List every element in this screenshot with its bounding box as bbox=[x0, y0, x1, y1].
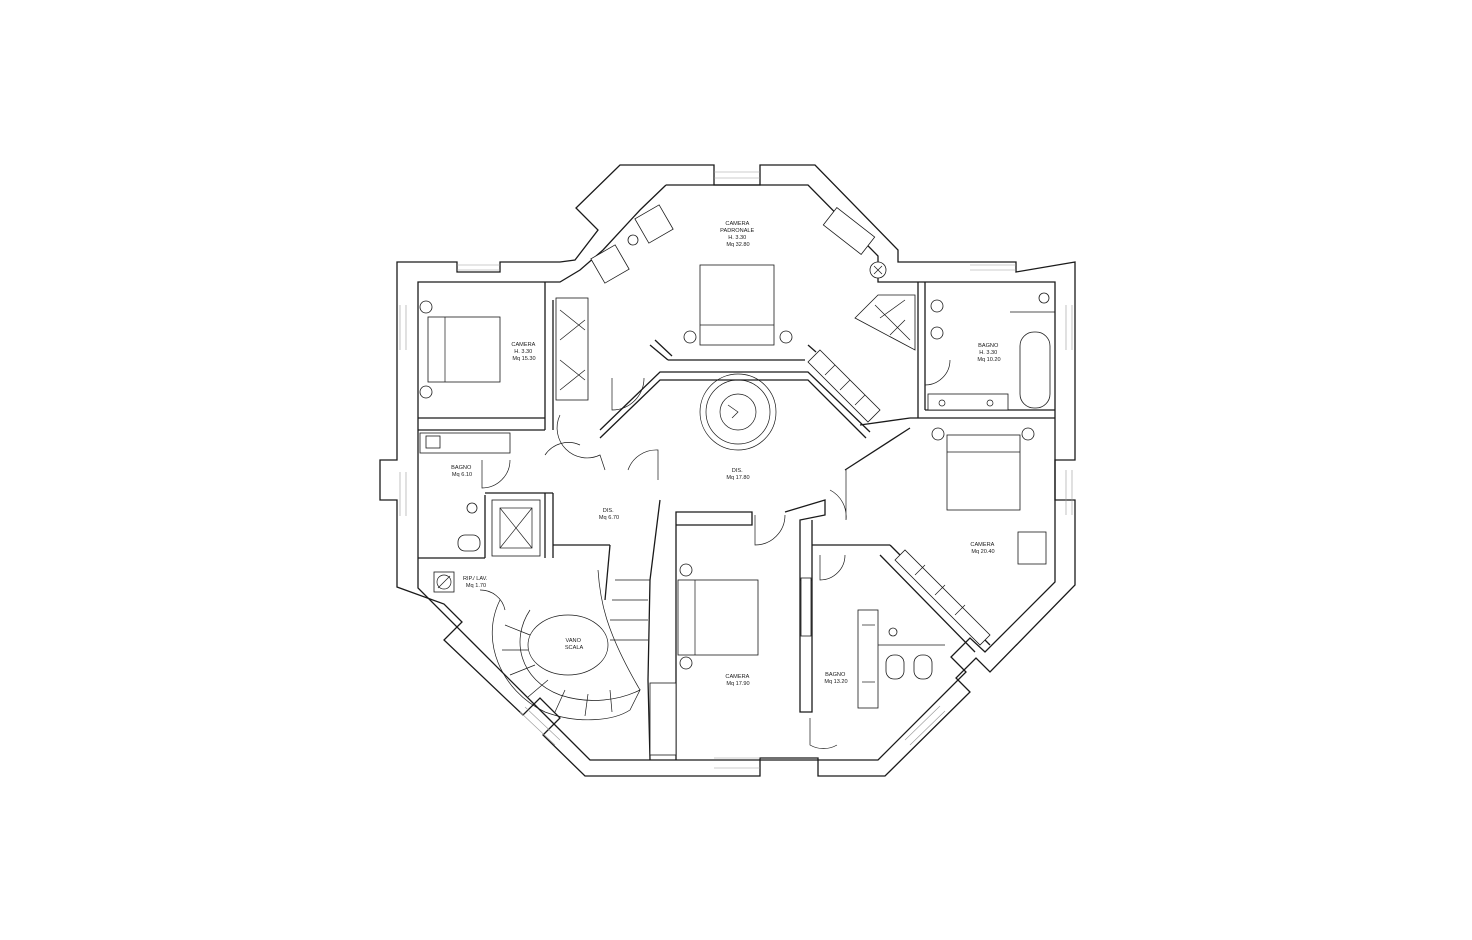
label-camera-s: CAMERA Mq 17.90 bbox=[725, 674, 750, 687]
label-bagno-w: BAGNO Mq 6.10 bbox=[451, 465, 473, 478]
label-camera-e: CAMERA Mq 20.40 bbox=[970, 542, 995, 555]
interior-walls bbox=[418, 282, 1055, 761]
label-camera-padronale: CAMERA PADRONALE H. 3.30 Mq 32.80 bbox=[720, 221, 756, 248]
label-vano-scala: VANO SCALA bbox=[565, 638, 584, 651]
label-bagno-se: BAGNO Mq 13.20 bbox=[824, 672, 847, 685]
label-dis-w: DIS. Mq 6.70 bbox=[599, 508, 619, 521]
windows bbox=[399, 171, 1073, 769]
outer-walls bbox=[379, 164, 1076, 777]
doors bbox=[479, 359, 951, 749]
furniture bbox=[419, 204, 1055, 756]
label-dis-center: DIS. Mq 17.80 bbox=[726, 468, 749, 481]
outer-wall-outline bbox=[379, 164, 1076, 777]
label-camera-nw: CAMERA H. 3.30 Mq 15.30 bbox=[511, 342, 536, 362]
bed bbox=[699, 264, 775, 346]
inner-wall-outline bbox=[417, 184, 1056, 761]
label-rip-lav: RIP./ LAV. Mq 1.70 bbox=[463, 576, 489, 589]
room-labels: CAMERA PADRONALE H. 3.30 Mq 32.80 CAMERA… bbox=[451, 221, 1001, 687]
label-bagno-ne: BAGNO H. 3.30 Mq 10.20 bbox=[977, 343, 1000, 363]
